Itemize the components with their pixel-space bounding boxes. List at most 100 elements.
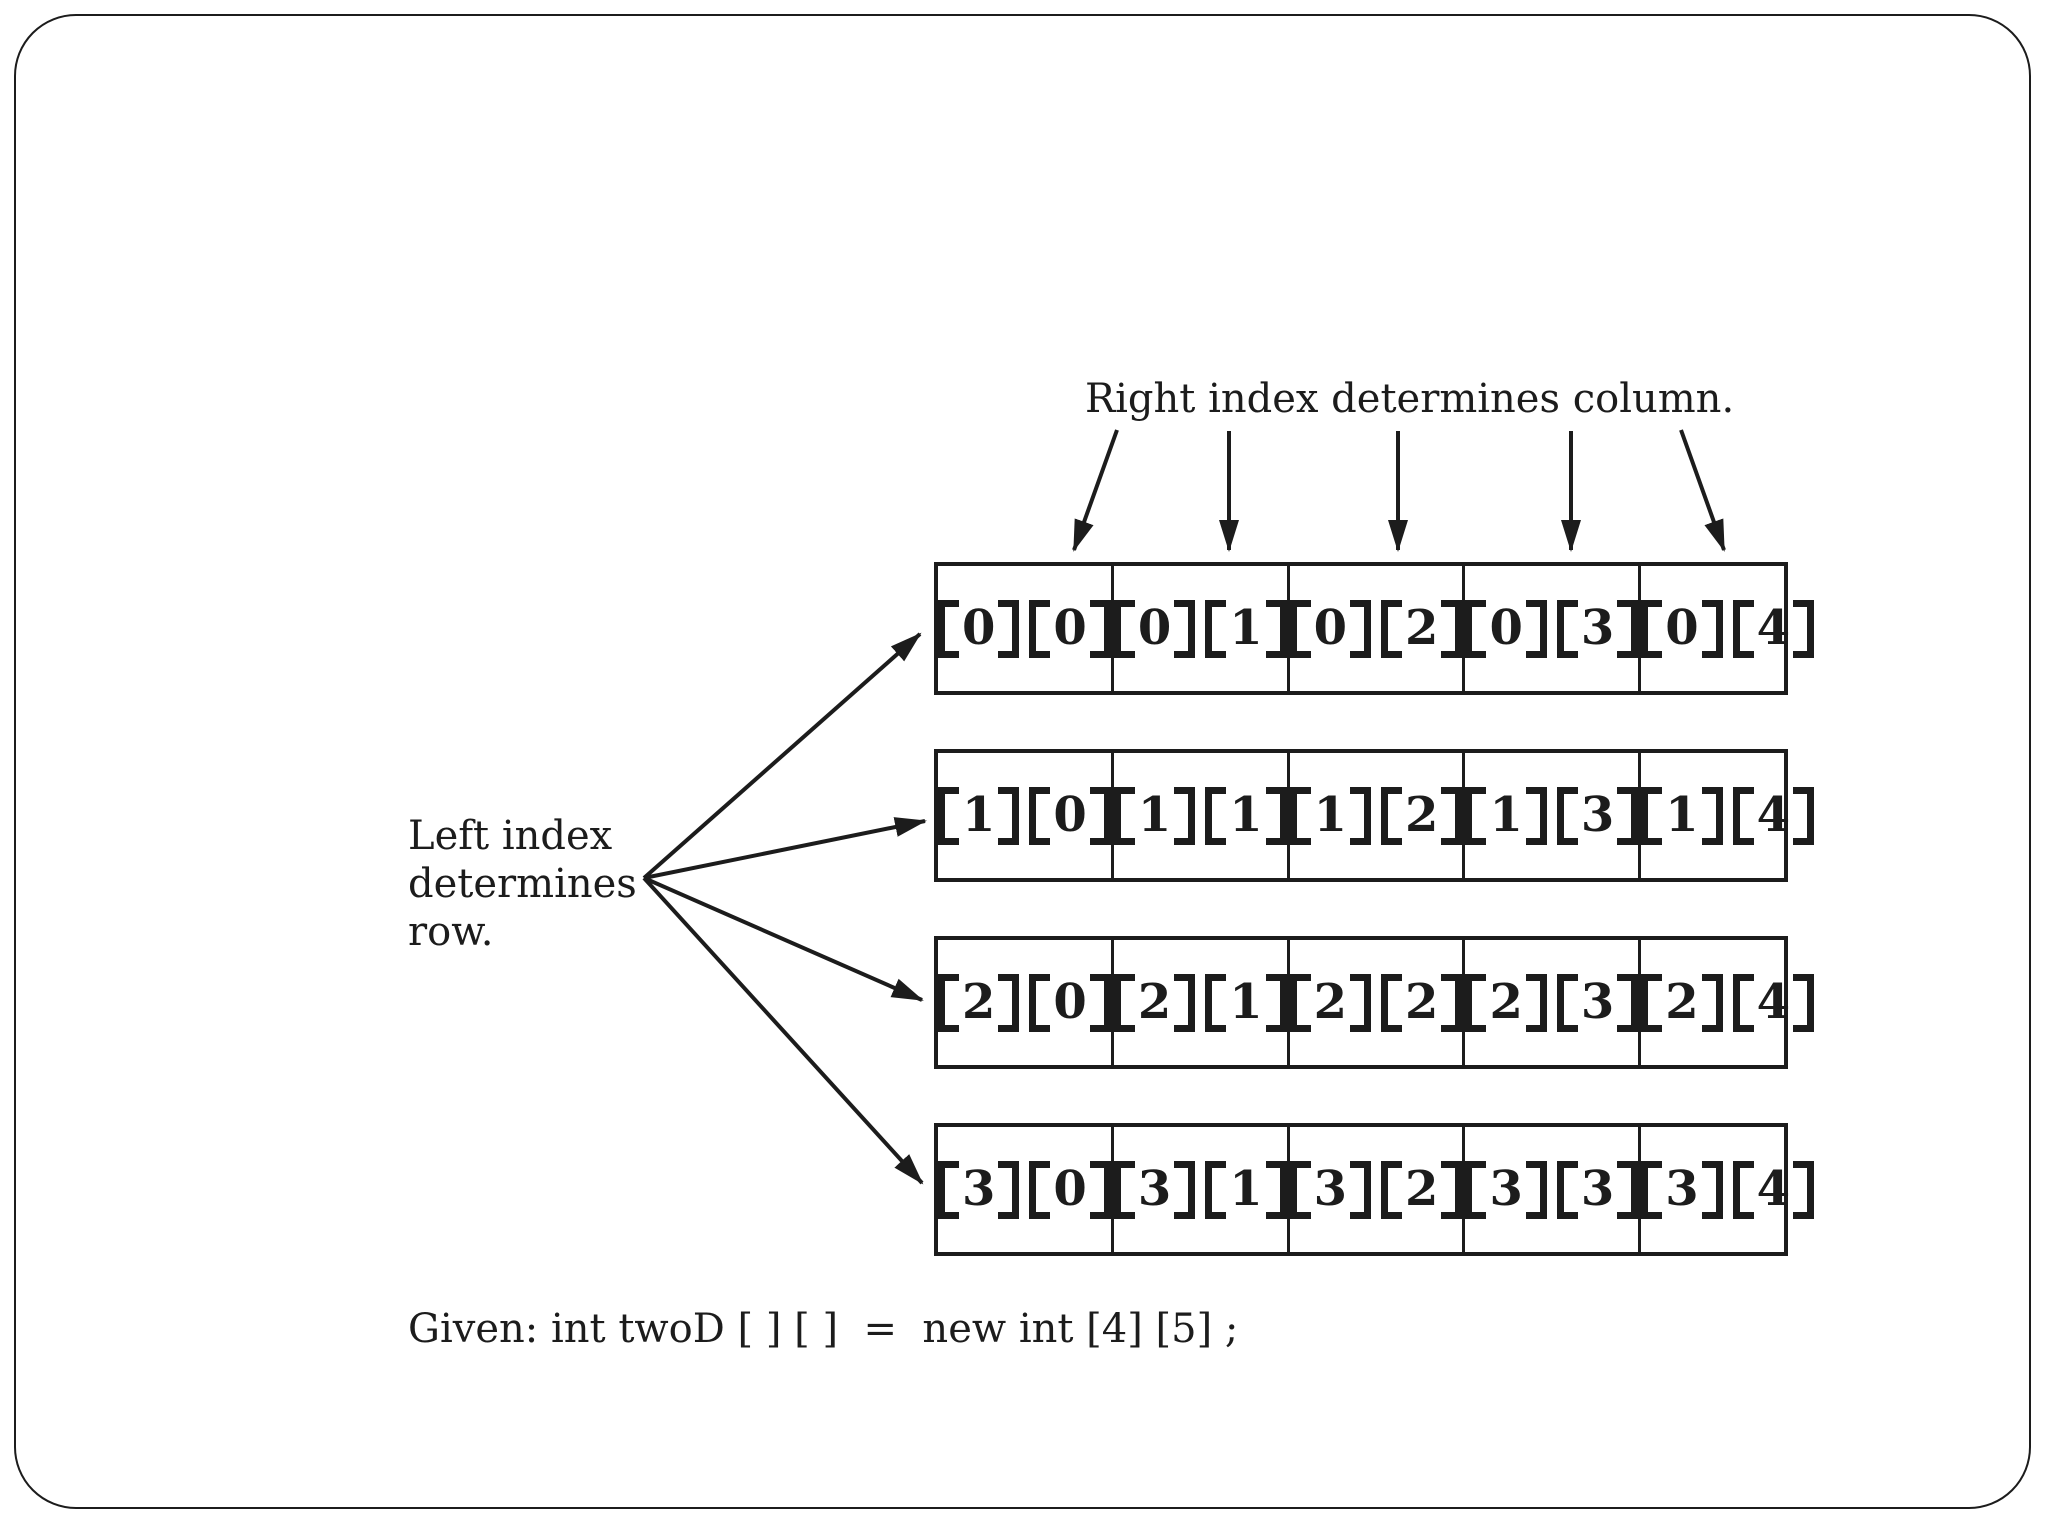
left-bracket: [1113, 1160, 1135, 1219]
left-bracket: [1029, 599, 1051, 658]
index-digit: 3: [962, 1160, 996, 1217]
index-digit: 1: [1137, 786, 1172, 843]
index-bracket-pair: 0: [938, 599, 1020, 658]
index-bracket-pair: 4: [1732, 1160, 1815, 1219]
index-digit: 2: [1137, 973, 1172, 1030]
index-bracket-pair: 0: [1029, 1160, 1111, 1219]
index-bracket-pair: 3: [1113, 1160, 1196, 1219]
index-bracket-pair: 3: [1289, 1160, 1372, 1219]
left-bracket: [1113, 599, 1135, 658]
left-caption-line: determines: [408, 861, 637, 907]
left-bracket: [1465, 973, 1487, 1032]
right-bracket: [1350, 786, 1372, 845]
right-bracket: [1441, 973, 1463, 1032]
index-bracket-pair: 2: [1465, 973, 1547, 1032]
given-statement: Given: int twoD [ ] [ ] = new int [4] [5…: [408, 1306, 1239, 1352]
index-bracket-pair: 2: [1381, 599, 1463, 658]
left-bracket: [1289, 1160, 1311, 1219]
left-caption: Left index determines row.: [408, 812, 637, 956]
index-bracket-pair: 2: [1381, 1160, 1463, 1219]
left-bracket: [1641, 786, 1663, 845]
left-bracket: [1641, 1160, 1663, 1219]
right-bracket: [1525, 973, 1547, 1032]
right-bracket: [998, 599, 1020, 658]
index-digit: 3: [1489, 1160, 1523, 1217]
row-arrow-2: [643, 817, 927, 880]
right-bracket: [1617, 599, 1639, 658]
index-digit: 3: [1580, 973, 1615, 1030]
index-bracket-pair: 3: [1556, 599, 1639, 658]
right-bracket: [998, 1160, 1020, 1219]
left-bracket: [1641, 599, 1663, 658]
index-bracket-pair: 0: [1029, 599, 1111, 658]
left-bracket: [938, 786, 959, 845]
left-bracket: [1113, 973, 1135, 1032]
index-bracket-pair: 0: [1029, 786, 1111, 845]
right-bracket: [1265, 786, 1287, 845]
left-bracket: [1289, 973, 1311, 1032]
index-bracket-pair: 1: [1113, 786, 1196, 845]
index-digit: 3: [1313, 1160, 1348, 1217]
right-bracket: [1174, 786, 1196, 845]
row-arrow-4: [642, 876, 924, 1185]
right-bracket: [1701, 973, 1723, 1032]
right-bracket: [1617, 973, 1639, 1032]
index-bracket-pair: 1: [1205, 599, 1287, 658]
right-bracket: [1793, 599, 1815, 658]
index-bracket-pair: 3: [1641, 1160, 1723, 1219]
index-digit: 0: [1137, 599, 1172, 656]
left-bracket: [1381, 786, 1403, 845]
left-bracket: [1465, 786, 1487, 845]
index-digit: 3: [1665, 1160, 1699, 1217]
index-digit: 1: [1229, 599, 1263, 656]
index-bracket-pair: 4: [1732, 786, 1815, 845]
right-bracket: [1089, 599, 1111, 658]
left-bracket: [1205, 973, 1227, 1032]
index-bracket-pair: 1: [1289, 786, 1372, 845]
index-digit: 0: [1053, 786, 1087, 843]
index-digit: 0: [962, 599, 996, 656]
right-bracket: [1617, 1160, 1639, 1219]
right-bracket: [1174, 973, 1196, 1032]
left-bracket: [1205, 786, 1227, 845]
left-bracket: [1465, 1160, 1487, 1219]
left-bracket: [1381, 973, 1403, 1032]
index-bracket-pair: 2: [1289, 973, 1372, 1032]
right-bracket: [1617, 786, 1639, 845]
index-digit: 4: [1756, 786, 1791, 843]
index-bracket-pair: 2: [1381, 973, 1463, 1032]
left-bracket: [938, 599, 959, 658]
left-bracket: [1732, 973, 1754, 1032]
left-bracket: [1465, 599, 1487, 658]
index-bracket-pair: 1: [1465, 786, 1547, 845]
index-digit: 2: [1489, 973, 1523, 1030]
right-bracket: [1174, 599, 1196, 658]
right-bracket: [1089, 973, 1111, 1032]
left-bracket: [1732, 1160, 1754, 1219]
right-bracket: [1265, 599, 1287, 658]
right-bracket: [1701, 786, 1723, 845]
index-digit: 4: [1756, 1160, 1791, 1217]
index-bracket-pair: 3: [1556, 1160, 1639, 1219]
index-bracket-pair: 0: [1289, 599, 1372, 658]
left-bracket: [1029, 973, 1051, 1032]
row-arrow-1: [642, 632, 922, 880]
left-caption-line: row.: [408, 909, 494, 955]
index-digit: 1: [962, 786, 996, 843]
left-bracket: [1205, 1160, 1227, 1219]
left-bracket: [1556, 1160, 1578, 1219]
index-digit: 0: [1053, 973, 1087, 1030]
left-bracket: [1381, 1160, 1403, 1219]
right-bracket: [1793, 786, 1815, 845]
right-bracket: [1525, 599, 1547, 658]
left-bracket: [1556, 786, 1578, 845]
right-bracket: [1701, 599, 1723, 658]
